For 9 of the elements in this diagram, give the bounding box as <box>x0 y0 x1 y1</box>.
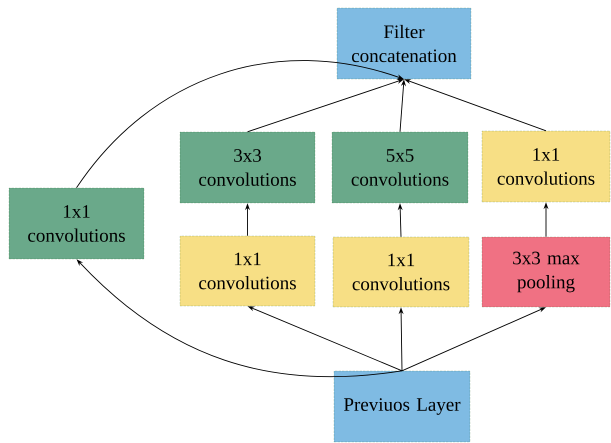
pooling-box: 3x3 max pooling <box>482 236 610 308</box>
layer-box: Previuos Layer <box>334 370 470 442</box>
convolution-box: 1x1 convolutions <box>8 188 144 260</box>
convolution-box: 1x1 convolutions <box>180 236 316 306</box>
convolution-box: 1x1 convolutions <box>332 236 470 308</box>
layer-box: Filter concatenation <box>336 8 472 80</box>
convolution-box: 5x5 convolutions <box>332 132 468 204</box>
convolution-box: 3x3 convolutions <box>180 132 316 204</box>
convolution-box: 1x1 convolutions <box>482 130 610 202</box>
